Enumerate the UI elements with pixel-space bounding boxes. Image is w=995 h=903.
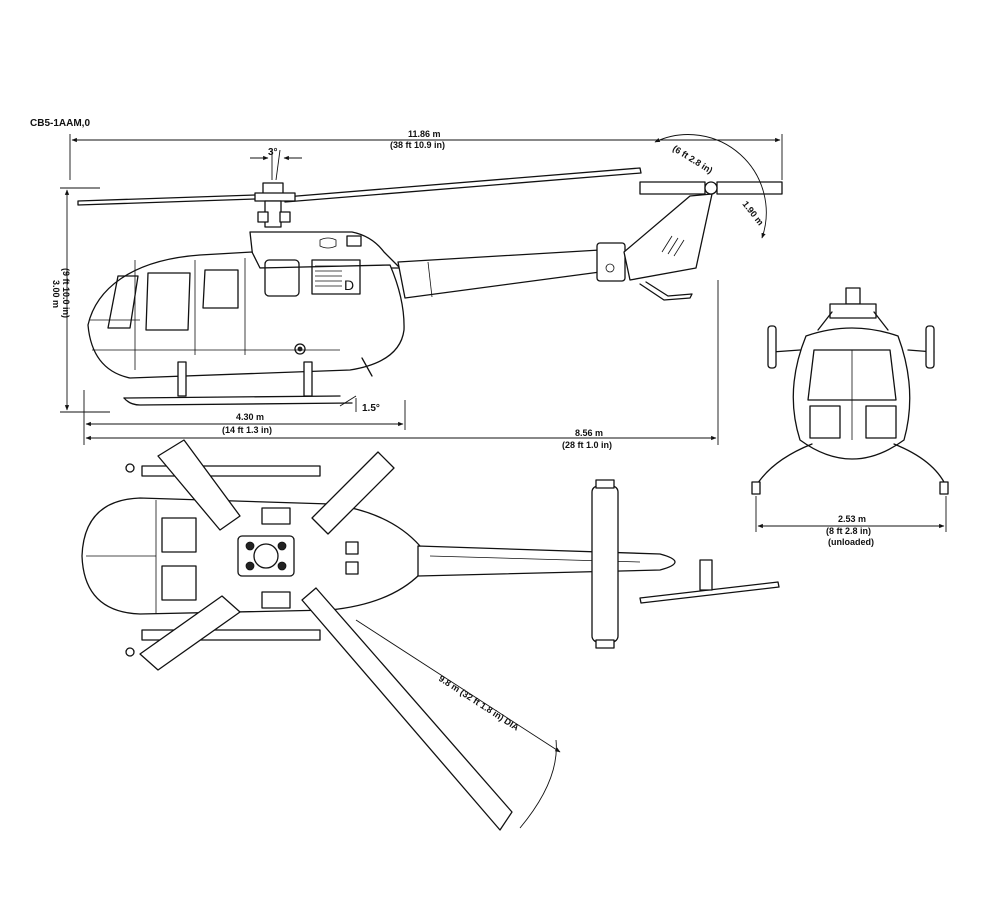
top-window-1 (161, 517, 197, 553)
height-m: 3.00 m (51, 280, 61, 308)
tail-boom (397, 249, 601, 299)
front-skid-shoe-l (751, 481, 761, 495)
door-letter: D (344, 277, 354, 293)
top-blade-ne (311, 451, 395, 535)
front-skid-strut (177, 361, 187, 397)
intake (319, 237, 337, 249)
cockpit-door-window (145, 272, 191, 331)
top-view: 9.8 m (32 ft 1.8 in) DIA (81, 439, 780, 831)
tail-rotor-blade-aft (716, 181, 783, 195)
rotor-dia-arc (519, 739, 557, 829)
side-view: 11.86 m (38 ft 10.9 in) 3.00 m (9 ft 10.… (51, 129, 783, 450)
rear-antenna (361, 357, 373, 377)
skid-tube-top (123, 395, 341, 399)
front-rotor-head (829, 303, 877, 319)
top-blade-se (301, 587, 513, 831)
engine-fairing (249, 231, 401, 269)
top-blade-sw (139, 595, 241, 671)
front-view: 2.53 m (8 ft 2.8 in) (unloaded) (751, 287, 949, 547)
exhaust (346, 235, 362, 247)
overall-length-m: 11.86 m (408, 129, 441, 139)
top-window-2 (161, 565, 197, 601)
front-windscreen (807, 349, 897, 401)
rear-skid-strut (303, 361, 313, 397)
top-tail-gearbox (699, 559, 713, 591)
front-stub-right (925, 325, 935, 369)
roundel (605, 263, 615, 273)
stab-tip-top (595, 479, 615, 489)
tail-skid (639, 281, 693, 301)
rotor-head (254, 192, 296, 202)
main-rotor-blade-fwd (77, 194, 257, 206)
skid-angle-line (339, 395, 357, 407)
top-exhaust-2 (345, 561, 359, 575)
skid-length-m: 4.30 m (236, 412, 264, 422)
tail-rotor-hub (704, 181, 718, 195)
front-stub-left (767, 325, 777, 369)
skid-width-note: (unloaded) (828, 537, 874, 547)
tail-fin (623, 193, 713, 281)
fuselage-length-m: 8.56 m (575, 428, 603, 438)
tail-boom-joint (427, 261, 433, 298)
rotor-dia-line (355, 619, 561, 753)
top-tail-rotor-blade (639, 581, 780, 604)
clamshell-door-grille (311, 259, 361, 295)
drawing-code: CB5-1AAM,0 (30, 118, 90, 129)
tail-rotor-arc (654, 134, 767, 239)
top-skid-lower (141, 629, 321, 641)
top-blade-nw (157, 439, 241, 531)
front-rotor-hub (845, 287, 861, 305)
fuselage-pod (87, 251, 405, 379)
fuel-cap (294, 343, 306, 355)
skid-end-ul (125, 463, 135, 473)
front-skid-leg-l (755, 443, 813, 487)
stab-tip-bottom (595, 639, 615, 649)
mast-axis-b (275, 149, 281, 181)
top-skid-upper (141, 465, 321, 477)
skid-angle-label: 1.5° (362, 403, 380, 414)
tail-rotor-dia-ft: (6 ft 2.8 in) (671, 143, 714, 175)
skid-length-ft: (14 ft 1.3 in) (222, 425, 272, 435)
fuselage-length-ft: (28 ft 1.0 in) (562, 440, 612, 450)
height-ft: (9 ft 10.0 in) (61, 268, 71, 318)
fin-mark-2 (667, 237, 679, 255)
front-skid-shoe-r (939, 481, 949, 495)
overall-length-ft: (38 ft 10.9 in) (390, 140, 445, 150)
main-rotor-blade-aft (284, 167, 642, 203)
horizontal-stabilizer (591, 485, 619, 643)
front-skid-leg-r (893, 443, 947, 487)
mast-tilt-label: 3° (268, 147, 278, 158)
tail-rotor-dia-m: 1.90 m (740, 199, 765, 227)
front-struts (817, 311, 889, 331)
front-chin-window-r (865, 405, 897, 439)
skid-width-m: 2.53 m (838, 514, 866, 524)
front-fuselage (792, 327, 911, 460)
front-chin-window-l (809, 405, 841, 439)
top-exhaust-1 (345, 541, 359, 555)
fin-mark-3 (673, 239, 685, 257)
stabilizer-endplate (596, 242, 626, 282)
mast-link-l (257, 211, 269, 223)
front-step-left (771, 349, 801, 353)
top-tail-boom (417, 545, 676, 577)
rotor-dia-label: 9.8 m (32 ft 1.8 in) DIA (437, 673, 521, 733)
skid-end-ll (125, 647, 135, 657)
rear-door-window (264, 259, 300, 297)
mast-link-r (279, 211, 291, 223)
skid-tube (123, 397, 353, 406)
fin-mark-1 (661, 235, 673, 253)
tail-rotor-blade-fwd (639, 181, 706, 195)
top-rotor-hub (237, 507, 295, 609)
cabin-door-window (202, 269, 239, 309)
windscreen (107, 275, 139, 329)
skid-width-ft: (8 ft 2.8 in) (826, 526, 871, 536)
fuel-cap-center (297, 346, 303, 352)
